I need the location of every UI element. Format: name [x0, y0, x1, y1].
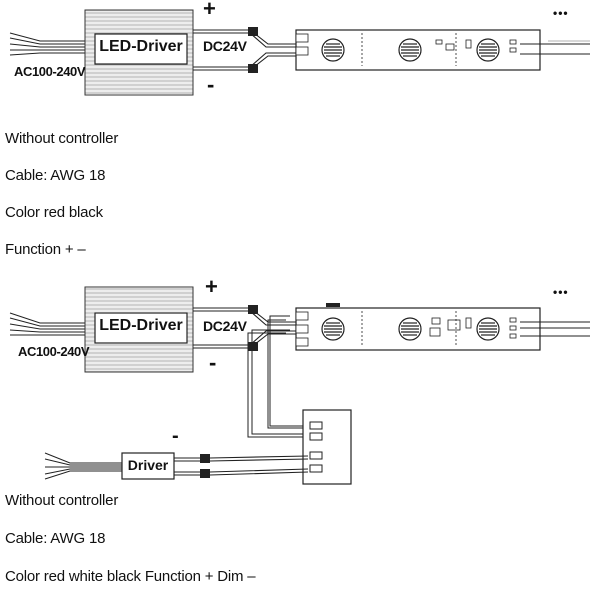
bottom-led-driver [84, 286, 194, 373]
bottom-input-voltage-label: AC100-240V [18, 344, 90, 359]
top-caption-title: Without controller [5, 130, 119, 147]
bottom-dimmer-output-wires [174, 455, 309, 476]
top-led-driver [84, 9, 194, 96]
bottom-ac-input-wires [9, 312, 85, 336]
bottom-junction-box [302, 409, 352, 485]
bottom-dc-output-wires [193, 307, 298, 349]
bottom-caption-color-function: Color red white black Function + Dim – [5, 568, 256, 585]
bottom-led-chip-2 [398, 317, 422, 341]
bottom-dimmer-connector-2 [200, 469, 210, 478]
bottom-connector-minus [248, 342, 258, 351]
top-caption-cable: Cable: AWG 18 [5, 167, 106, 184]
bottom-dimmer-driver [121, 452, 175, 480]
bottom-led-chip-3 [476, 317, 500, 341]
bottom-continuation-dots: ••• [553, 285, 569, 299]
top-diagram [9, 9, 590, 96]
bottom-output-voltage-label: DC24V [203, 318, 247, 334]
top-caption-color: Color red black [5, 204, 103, 221]
bottom-caption-title: Without controller [5, 492, 119, 509]
top-caption-function: Function + – [5, 241, 86, 258]
bottom-dimmer-connector-1 [200, 454, 210, 463]
bottom-minus-sign: - [209, 350, 217, 375]
bottom-strip-mark [326, 303, 340, 307]
bottom-caption-cable: Cable: AWG 18 [5, 530, 106, 547]
bottom-driver-label: LED-Driver [99, 317, 183, 334]
top-led-chip-2 [398, 38, 422, 62]
top-led-strip [295, 29, 590, 71]
bottom-led-strip [295, 303, 590, 351]
top-plus-sign: + [203, 0, 216, 21]
bottom-connector-plus [248, 305, 258, 314]
top-connector-minus [248, 64, 258, 73]
bottom-dimmer-minus-sign: - [172, 425, 179, 447]
bottom-dimmer-label: Driver [127, 457, 169, 473]
top-led-chip-1 [321, 38, 345, 62]
top-input-voltage-label: AC100-240V [14, 64, 86, 79]
top-connector-plus [248, 27, 258, 36]
bottom-control-wires [247, 315, 308, 438]
bottom-dimmer-input-wires [44, 452, 122, 480]
top-continuation-dots: ••• [553, 6, 569, 20]
bottom-led-chip-1 [321, 317, 345, 341]
top-dc-output-wires [193, 29, 298, 71]
top-driver-label: LED-Driver [99, 38, 183, 55]
top-output-voltage-label: DC24V [203, 38, 247, 54]
top-led-chip-3 [476, 38, 500, 62]
top-minus-sign: - [207, 72, 215, 97]
bottom-diagram [9, 286, 590, 485]
top-ac-input-wires [9, 32, 85, 56]
bottom-plus-sign: + [205, 274, 218, 299]
